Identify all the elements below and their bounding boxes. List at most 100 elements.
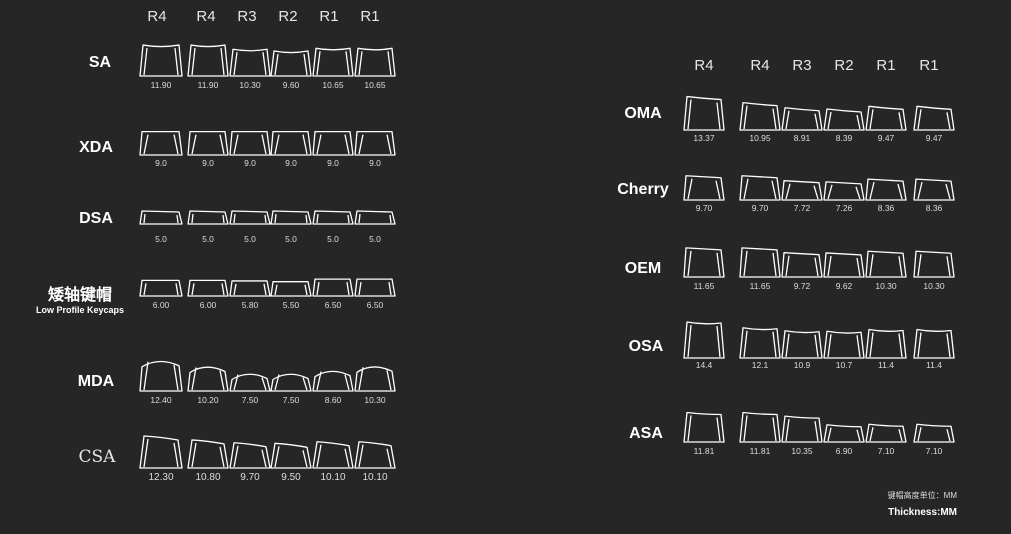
keycap-outline	[354, 47, 396, 77]
height-value: 5.50	[282, 300, 300, 310]
keycap-side-line	[917, 181, 951, 200]
right-row-header: R1	[919, 57, 939, 74]
keycap-asa-2	[781, 415, 823, 443]
keycap-side-line	[869, 254, 903, 277]
keycap-side-line	[358, 134, 392, 155]
height-value: 9.62	[835, 281, 853, 291]
keycap--5	[354, 278, 396, 297]
keycap-oem-3	[823, 252, 865, 278]
height-value: 9.47	[877, 133, 895, 143]
keycap-side-line	[358, 282, 392, 296]
height-value: 9.60	[282, 80, 300, 90]
height-value: 6.50	[324, 300, 342, 310]
keycap-side-line	[785, 110, 819, 130]
keycap-outline	[139, 435, 183, 469]
keycap-dsa-1	[187, 210, 229, 225]
height-value: 10.9	[793, 360, 811, 370]
height-value: 10.65	[364, 80, 386, 90]
height-value: 12.1	[751, 360, 769, 370]
keycap-side-line	[274, 53, 308, 76]
keycap-side-line	[233, 283, 267, 296]
profile-name-sa: SA	[88, 54, 112, 71]
keycap-side-line	[687, 250, 721, 277]
keycap-outline	[913, 105, 955, 131]
height-value: 10.10	[362, 472, 388, 483]
keycap-side-line	[233, 213, 267, 224]
height-value: 7.10	[925, 446, 943, 456]
keycap-outline	[270, 210, 312, 225]
right-row-header: R3	[792, 57, 812, 74]
keycap-outline	[683, 175, 725, 201]
keycap-outline	[739, 411, 781, 443]
keycap-outline	[865, 178, 907, 201]
keycap-outline	[683, 321, 725, 359]
keycap-side-line	[869, 109, 903, 130]
height-value: 9.0	[327, 158, 339, 168]
height-value: 10.30	[875, 281, 897, 291]
keycap-outline	[865, 328, 907, 359]
keycap-side-line	[191, 47, 225, 76]
keycap-outline	[312, 210, 354, 225]
keycap-sa-2	[229, 48, 271, 77]
height-value: 9.70	[695, 203, 713, 213]
keycap-cherry-0	[683, 175, 725, 201]
keycap-side-line	[143, 283, 179, 296]
keycap-outline	[312, 441, 354, 469]
keycap-side-line	[358, 51, 392, 76]
keycap-outline	[781, 252, 823, 278]
profile-name-cherry: Cherry	[617, 181, 669, 198]
height-value: 9.0	[244, 158, 256, 168]
keycap-side-line	[233, 445, 267, 468]
keycap-outline	[683, 247, 725, 278]
keycap-oem-2	[781, 252, 823, 278]
height-value: 10.95	[749, 133, 771, 143]
profile-name-csa: CSA	[78, 447, 116, 467]
profile-name-low-profile: 矮轴键帽	[47, 287, 113, 304]
keycap-xda-1	[187, 130, 229, 156]
keycap-outline	[139, 210, 183, 225]
keycap-outline	[312, 370, 354, 392]
height-value: 11.65	[749, 281, 771, 291]
keycap-outline	[187, 130, 229, 156]
keycap-side-line	[917, 427, 951, 442]
height-value: 9.0	[369, 158, 381, 168]
height-value: 7.50	[241, 395, 259, 405]
keycap-oma-2	[781, 107, 823, 131]
keycap-side-line	[316, 282, 350, 296]
keycap-side-line	[917, 332, 951, 358]
keycap-side-line	[827, 334, 861, 358]
keycap-mda-1	[187, 366, 229, 392]
keycap-side-line	[274, 213, 308, 224]
keycap-side-line	[274, 284, 308, 296]
keycap-outline	[229, 210, 271, 225]
keycap-cherry-5	[913, 178, 955, 201]
height-value: 11.4	[878, 360, 894, 370]
keycap-cherry-4	[865, 178, 907, 201]
keycap-outline	[354, 130, 396, 156]
keycap-csa-2	[229, 442, 271, 469]
height-value: 10.80	[195, 472, 221, 483]
keycap-outline	[823, 181, 865, 201]
height-value: 10.30	[364, 395, 386, 405]
keycap-outline	[781, 180, 823, 201]
keycap-mda-4	[312, 370, 354, 392]
keycap-side-line	[316, 371, 350, 391]
keycap-outline	[683, 411, 725, 443]
keycap-sa-0	[139, 44, 183, 77]
keycap-side-line	[869, 332, 903, 358]
keycap-side-line	[869, 427, 903, 442]
height-value: 11.4	[926, 360, 942, 370]
unit-note-en: Thickness:MM	[888, 507, 957, 518]
keycap-side-line	[687, 324, 721, 358]
keycap-outline	[312, 47, 354, 77]
height-value: 11.81	[693, 446, 715, 456]
keycap-outline	[229, 130, 271, 156]
keycap-oem-5	[913, 250, 955, 278]
height-value: 7.50	[282, 395, 300, 405]
keycap-outline	[739, 247, 781, 278]
keycap-outline	[913, 423, 955, 443]
height-value: 11.90	[197, 80, 219, 90]
keycap-outline	[865, 423, 907, 443]
keycap-side-line	[743, 250, 777, 277]
